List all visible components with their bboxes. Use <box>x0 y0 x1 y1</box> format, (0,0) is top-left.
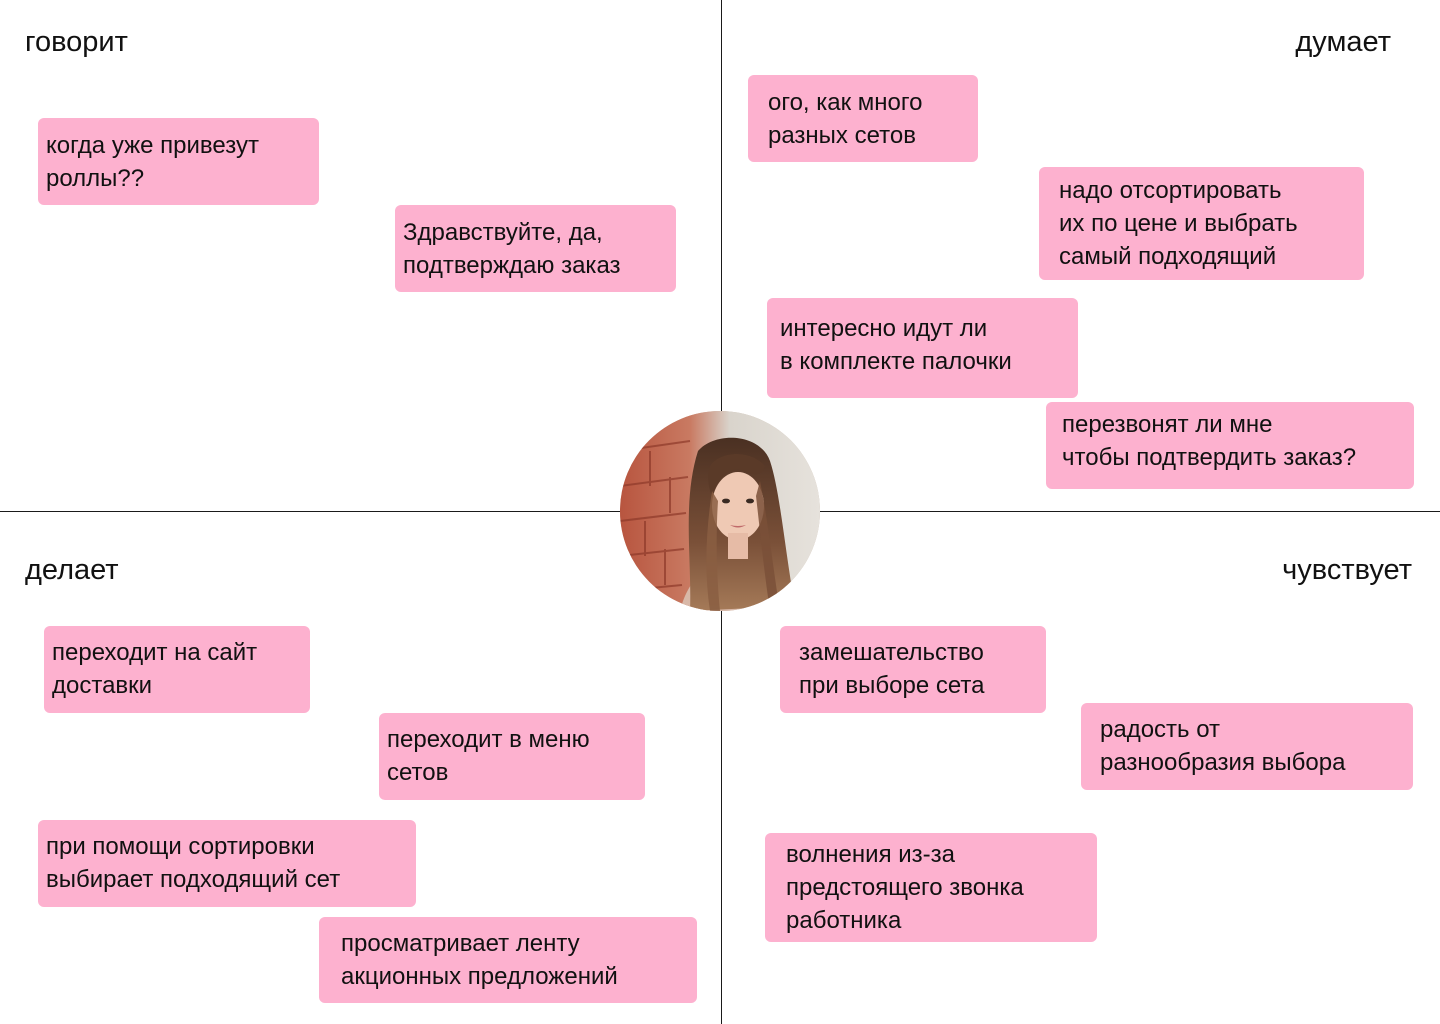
sticky-note-thinks-4: перезвонят ли мне чтобы подтвердить зака… <box>1046 402 1414 489</box>
quadrant-title-says: говорит <box>25 26 128 58</box>
sticky-note-says-1: когда уже привезут роллы?? <box>38 118 319 205</box>
quadrant-title-thinks: думает <box>1295 26 1391 58</box>
quadrant-title-feels: чувствует <box>1282 554 1412 586</box>
sticky-note-feels-1: замешательство при выборе сета <box>780 626 1046 713</box>
user-portrait-icon <box>620 411 820 611</box>
sticky-note-feels-3: волнения из-за предстоящего звонка работ… <box>765 833 1097 942</box>
sticky-note-says-2: Здравствуйте, да, подтверждаю заказ <box>395 205 676 292</box>
sticky-note-does-4: просматривает ленту акционных предложени… <box>319 917 697 1003</box>
sticky-note-does-2: переходит в меню сетов <box>379 713 645 800</box>
sticky-note-feels-2: радость от разнообразия выбора <box>1081 703 1413 790</box>
sticky-note-does-1: переходит на сайт доставки <box>44 626 310 713</box>
sticky-note-thinks-3: интересно идут ли в комплекте палочки <box>767 298 1078 398</box>
sticky-note-does-3: при помощи сортировки выбирает подходящи… <box>38 820 416 907</box>
sticky-note-thinks-1: ого, как много разных сетов <box>748 75 978 162</box>
sticky-note-thinks-2: надо отсортировать их по цене и выбрать … <box>1039 167 1364 280</box>
user-portrait-avatar <box>620 411 820 611</box>
quadrant-title-does: делает <box>25 554 119 586</box>
